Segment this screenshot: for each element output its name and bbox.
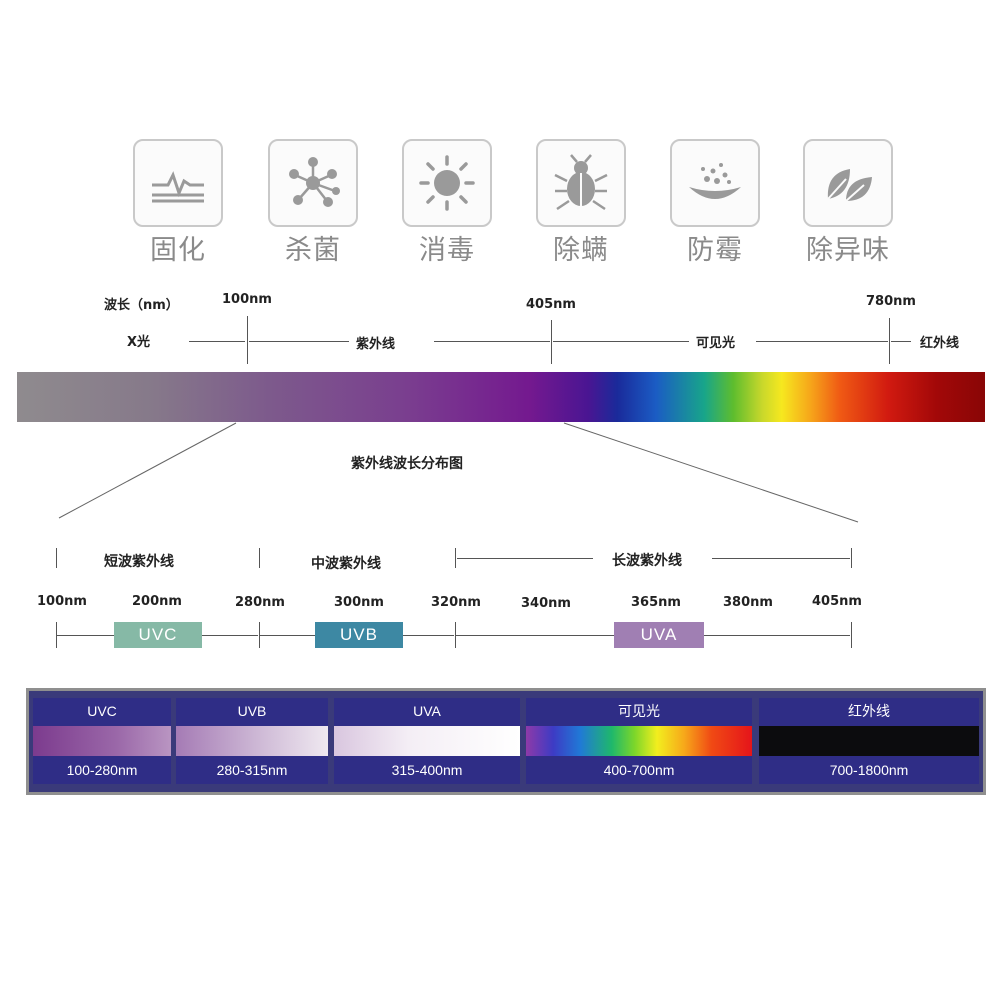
tick-label-340: 340nm — [521, 596, 571, 611]
line-uv-left — [249, 341, 349, 342]
uvb-line-right — [403, 635, 454, 636]
line-xray — [189, 341, 245, 342]
tick-label-365: 365nm — [631, 595, 681, 610]
mold-bowl-icon — [689, 163, 741, 199]
sterilize-icon-box — [268, 139, 358, 227]
band-visible-range: 400-700nm — [526, 756, 752, 784]
line-visible-right — [756, 341, 888, 342]
curing-icon-box — [133, 139, 223, 227]
leaf-icon — [827, 169, 872, 202]
visible-label: 可见光 — [696, 336, 736, 351]
bracket-tick-100 — [56, 622, 57, 648]
band-uvc-strip — [33, 726, 171, 756]
band-infrared-strip — [759, 726, 979, 756]
bracket-tick-320 — [455, 622, 456, 648]
band-uva-range: 315-400nm — [334, 756, 520, 784]
deodorize-icon-box — [803, 139, 893, 227]
mark-100nm: 100nm — [222, 292, 272, 307]
band-visible-strip — [526, 726, 752, 756]
band-uva: UVA 315-400nm — [334, 698, 520, 786]
curing-wave-icon — [152, 171, 204, 203]
line-uv-right — [434, 341, 550, 342]
infrared-label: 红外线 — [920, 336, 960, 351]
wavelength-label: 波长（nm） — [104, 298, 179, 313]
tick-top-280 — [259, 548, 260, 568]
molecule-icon — [289, 157, 340, 207]
tick-label-320: 320nm — [431, 595, 481, 610]
band-uvc-name: UVC — [33, 698, 171, 726]
uvc-line-right — [202, 635, 258, 636]
tick-top-405 — [851, 548, 852, 568]
icon-label-deodorize: 除异味 — [806, 235, 890, 266]
divider-405 — [551, 320, 552, 364]
band-visible: 可见光 400-700nm — [526, 698, 752, 786]
tick-label-380: 380nm — [723, 595, 773, 610]
band-uvc: UVC 100-280nm — [33, 698, 171, 786]
icon-label-mite: 除螨 — [553, 235, 609, 266]
xray-label: X光 — [127, 335, 151, 350]
uvc-line-left — [57, 635, 114, 636]
band-uvb: UVB 280-315nm — [176, 698, 328, 786]
tick-label-280: 280nm — [235, 595, 285, 610]
band-panel: UVC 100-280nm UVB 280-315nm UVA 315-400n… — [26, 688, 986, 795]
uvb-line-left — [260, 635, 315, 636]
icon-label-mildew: 防霉 — [687, 235, 743, 266]
spectrum-bar — [17, 372, 985, 422]
icon-label-disinfect: 消毒 — [419, 235, 475, 266]
uva-line-right — [704, 635, 850, 636]
tick-label-300: 300nm — [334, 595, 384, 610]
medium-wave-label: 中波紫外线 — [311, 556, 381, 572]
tick-top-100 — [56, 548, 57, 568]
long-wave-label: 长波紫外线 — [612, 553, 682, 569]
divider-100 — [247, 316, 248, 364]
long-wave-line-left — [457, 558, 593, 559]
disinfect-icon-box — [402, 139, 492, 227]
band-uvb-strip — [176, 726, 328, 756]
tick-label-100: 100nm — [37, 594, 87, 609]
sun-icon — [419, 155, 475, 211]
tick-top-320 — [455, 548, 456, 568]
long-wave-line-right — [712, 558, 850, 559]
band-uvc-range: 100-280nm — [33, 756, 171, 784]
mite-icon-box — [536, 139, 626, 227]
band-uvb-range: 280-315nm — [176, 756, 328, 784]
tick-label-405: 405nm — [812, 594, 862, 609]
band-infrared-name: 红外线 — [759, 698, 979, 726]
mildew-icon-box — [670, 139, 760, 227]
uva-line-left — [456, 635, 614, 636]
divider-780 — [889, 318, 890, 364]
uvc-tag: UVC — [114, 622, 202, 648]
icon-label-curing: 固化 — [150, 235, 206, 266]
band-infrared: 红外线 700-1800nm — [759, 698, 979, 786]
icon-label-sterilize: 杀菌 — [285, 235, 341, 266]
short-wave-label: 短波紫外线 — [104, 554, 174, 570]
band-uva-name: UVA — [334, 698, 520, 726]
band-visible-name: 可见光 — [526, 698, 752, 726]
line-infrared — [891, 341, 911, 342]
uv-label: 紫外线 — [356, 337, 396, 352]
uvb-tag: UVB — [315, 622, 403, 648]
band-uvb-name: UVB — [176, 698, 328, 726]
bracket-tick-280 — [259, 622, 260, 648]
band-uva-strip — [334, 726, 520, 756]
mark-780nm: 780nm — [866, 294, 916, 309]
tick-label-200: 200nm — [132, 594, 182, 609]
uva-tag: UVA — [614, 622, 704, 648]
spectrum-caption: 紫外线波长分布图 — [351, 456, 463, 472]
band-infrared-range: 700-1800nm — [759, 756, 979, 784]
line-visible-left — [553, 341, 689, 342]
bracket-tick-405 — [851, 622, 852, 648]
mark-405nm: 405nm — [526, 297, 576, 312]
beetle-icon — [554, 154, 608, 211]
